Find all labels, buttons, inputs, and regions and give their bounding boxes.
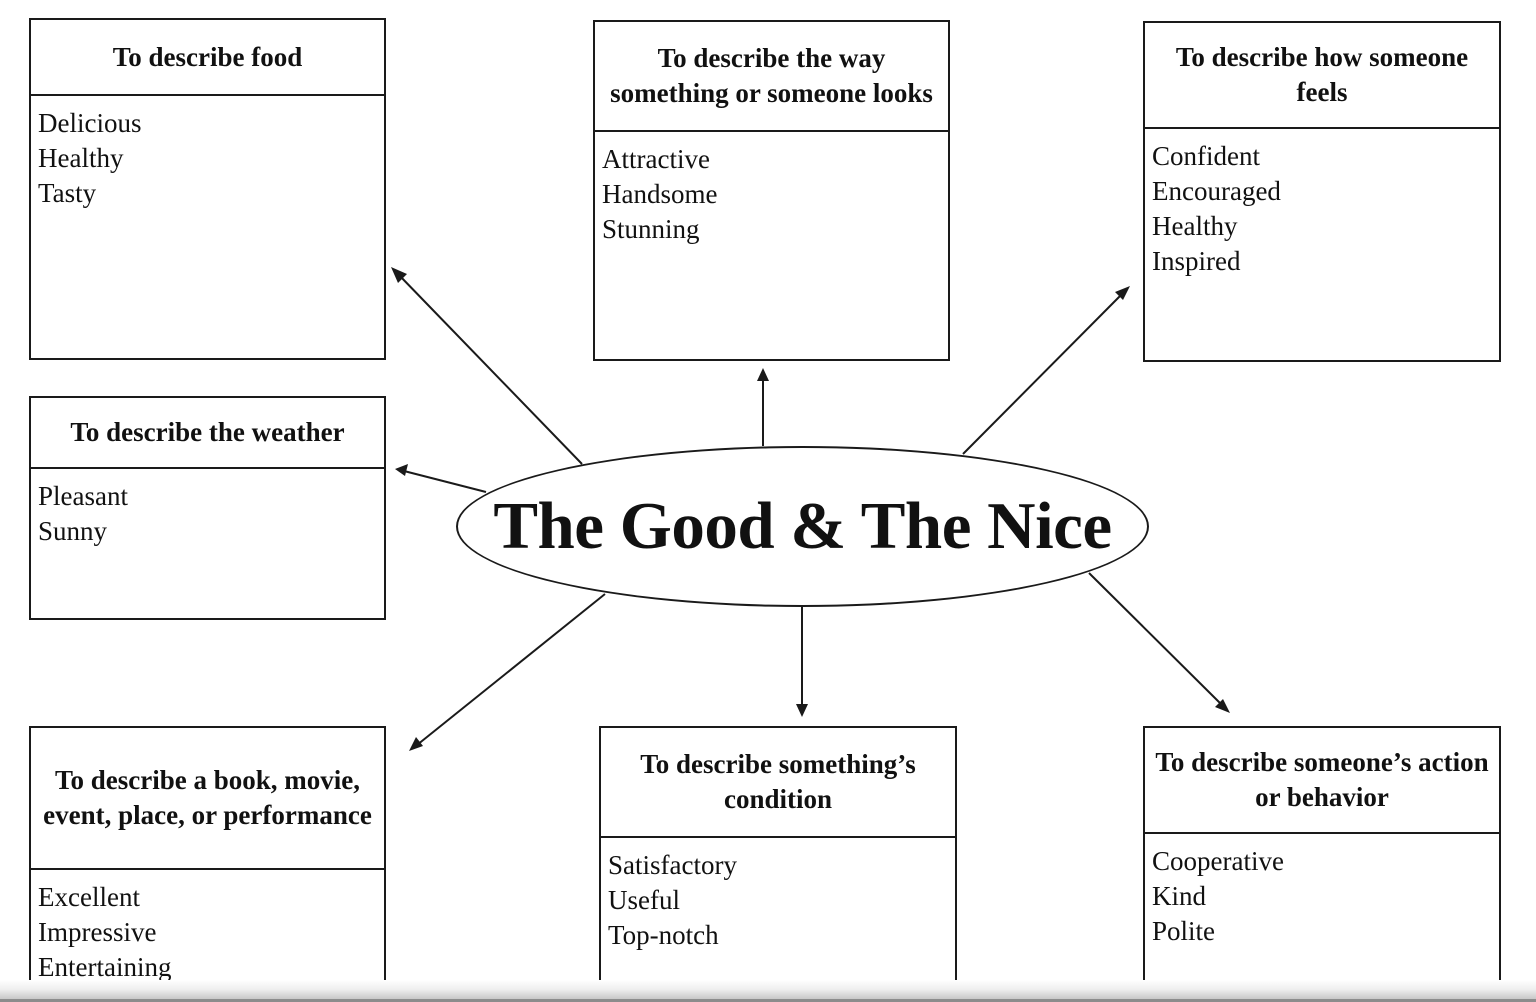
box-weather-items: Pleasant Sunny: [31, 469, 384, 549]
list-item: Healthy: [1152, 211, 1238, 241]
box-behavior-heading: To describe someone’s action or behavior: [1145, 728, 1499, 834]
box-food-heading: To describe food: [31, 20, 384, 96]
box-behavior-items: Cooperative Kind Polite: [1145, 834, 1499, 949]
box-looks-heading: To describe the way something or someone…: [595, 22, 948, 132]
box-feels-heading: To describe how someone feels: [1145, 23, 1499, 129]
window-bottom-edge: [0, 980, 1536, 1002]
box-weather-heading: To describe the weather: [31, 398, 384, 469]
list-item: Excellent: [38, 882, 140, 912]
center-node: The Good & The Nice: [456, 446, 1149, 607]
box-condition-heading: To describe something’s condition: [601, 728, 955, 838]
box-book: To describe a book, movie, event, place,…: [29, 726, 386, 1002]
arrow-to-condition: [796, 607, 808, 717]
box-condition: To describe something’s condition Satisf…: [599, 726, 957, 1002]
box-looks: To describe the way something or someone…: [593, 20, 950, 361]
list-item: Delicious: [38, 108, 142, 138]
list-item: Pleasant: [38, 481, 128, 511]
list-item: Healthy: [38, 143, 124, 173]
list-item: Satisfactory: [608, 850, 737, 880]
list-item: Tasty: [38, 178, 97, 208]
list-item: Kind: [1152, 881, 1206, 911]
arrow-to-book: [409, 593, 606, 751]
arrow-to-weather: [395, 464, 487, 493]
list-item: Stunning: [602, 214, 700, 244]
arrow-to-food: [391, 267, 583, 465]
list-item: Sunny: [38, 516, 108, 546]
box-book-heading: To describe a book, movie, event, place,…: [31, 728, 384, 870]
list-item: Top-notch: [608, 920, 719, 950]
arrow-to-looks: [757, 368, 769, 446]
center-title: The Good & The Nice: [493, 489, 1112, 563]
list-item: Confident: [1152, 141, 1260, 171]
list-item: Handsome: [602, 179, 718, 209]
box-looks-items: Attractive Handsome Stunning: [595, 132, 948, 247]
list-item: Cooperative: [1152, 846, 1284, 876]
list-item: Encouraged: [1152, 176, 1281, 206]
arrow-to-feels: [962, 286, 1130, 455]
box-food: To describe food Delicious Healthy Tasty: [29, 18, 386, 360]
box-behavior: To describe someone’s action or behavior…: [1143, 726, 1501, 1002]
list-item: Inspired: [1152, 246, 1241, 276]
list-item: Impressive: [38, 917, 157, 947]
list-item: Entertaining: [38, 952, 172, 982]
box-weather: To describe the weather Pleasant Sunny: [29, 396, 386, 620]
arrow-to-behavior: [1088, 572, 1230, 713]
box-book-items: Excellent Impressive Entertaining: [31, 870, 384, 985]
list-item: Polite: [1152, 916, 1216, 946]
box-condition-items: Satisfactory Useful Top-notch: [601, 838, 955, 953]
box-food-items: Delicious Healthy Tasty: [31, 96, 384, 211]
list-item: Attractive: [602, 144, 710, 174]
box-feels-items: Confident Encouraged Healthy Inspired: [1145, 129, 1499, 279]
list-item: Useful: [608, 885, 680, 915]
box-feels: To describe how someone feels Confident …: [1143, 21, 1501, 362]
